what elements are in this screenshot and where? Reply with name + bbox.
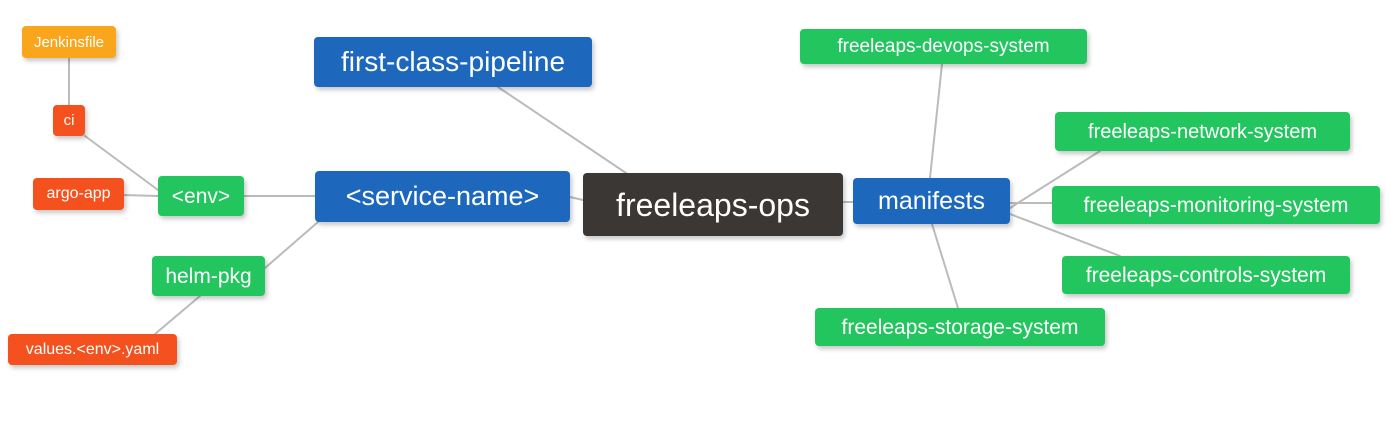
edge-service-name-to-helm-pkg <box>264 221 319 269</box>
node-argo-app[interactable]: argo-app <box>33 178 124 210</box>
node-values-yaml[interactable]: values.<env>.yaml <box>8 334 177 365</box>
edge-manifests-to-devops-system <box>929 63 943 179</box>
node-network-system[interactable]: freeleaps-network-system <box>1055 112 1350 151</box>
node-freeleaps-ops[interactable]: freeleaps-ops <box>583 173 843 236</box>
node-manifests[interactable]: manifests <box>853 178 1010 224</box>
edge-helm-pkg-to-values-yaml <box>154 295 201 335</box>
edge-manifests-to-storage-system <box>931 223 959 309</box>
node-label-storage-system: freeleaps-storage-system <box>841 315 1079 339</box>
node-devops-system[interactable]: freeleaps-devops-system <box>800 29 1087 64</box>
node-label-first-class-pipeline: first-class-pipeline <box>340 46 566 77</box>
node-env[interactable]: <env> <box>158 176 244 216</box>
node-label-manifests: manifests <box>878 186 985 215</box>
edge-first-class-pipeline-to-freeleaps-ops <box>497 86 627 174</box>
node-label-service-name: <service-name> <box>345 181 540 211</box>
node-helm-pkg[interactable]: helm-pkg <box>152 256 265 296</box>
node-label-values-yaml: values.<env>.yaml <box>25 340 160 358</box>
node-label-monitoring-system: freeleaps-monitoring-system <box>1083 193 1349 217</box>
node-label-argo-app: argo-app <box>46 185 111 202</box>
node-monitoring-system[interactable]: freeleaps-monitoring-system <box>1052 186 1380 224</box>
edge-service-name-to-freeleaps-ops <box>569 196 584 201</box>
node-label-helm-pkg: helm-pkg <box>165 264 252 288</box>
node-label-controls-system: freeleaps-controls-system <box>1085 263 1327 287</box>
node-storage-system[interactable]: freeleaps-storage-system <box>815 308 1105 346</box>
node-label-jenkinsfile: Jenkinsfile <box>33 33 105 51</box>
node-service-name[interactable]: <service-name> <box>315 171 570 222</box>
node-jenkinsfile[interactable]: Jenkinsfile <box>22 26 116 58</box>
node-label-devops-system: freeleaps-devops-system <box>837 36 1050 57</box>
node-ci[interactable]: ci <box>53 105 85 136</box>
node-label-freeleaps-ops: freeleaps-ops <box>616 186 810 223</box>
node-label-env: <env> <box>171 184 231 208</box>
node-label-network-system: freeleaps-network-system <box>1088 120 1317 143</box>
node-controls-system[interactable]: freeleaps-controls-system <box>1062 256 1350 294</box>
node-label-ci: ci <box>63 112 75 129</box>
edge-argo-app-to-env <box>123 194 159 197</box>
node-first-class-pipeline[interactable]: first-class-pipeline <box>314 37 592 87</box>
